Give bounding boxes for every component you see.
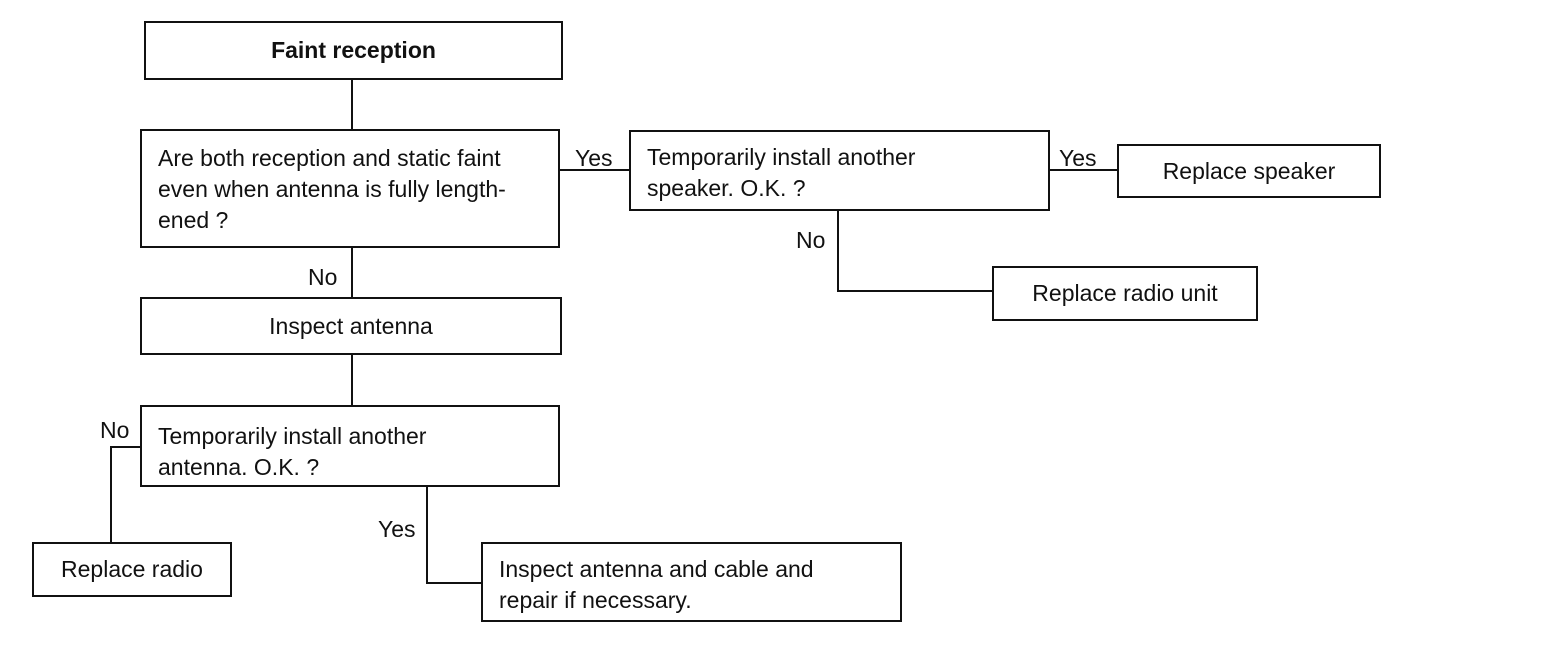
no-label-antenna-to-replace-radio: No (100, 417, 130, 443)
start-box-faint-reception: Faint reception (144, 21, 563, 80)
result-box-replace-speaker: Replace speaker (1117, 144, 1381, 198)
no-label-faint-to-inspect: No (308, 264, 338, 290)
no-label-speaker-to-radio-unit: No (796, 227, 826, 253)
decision-box-speaker-test: Temporarily install another speaker. O.K… (629, 130, 1050, 211)
connector-antenna-test-to-replace-radio (110, 446, 140, 543)
process-box-inspect-antenna: Inspect antenna (140, 297, 562, 355)
result-box-replace-radio: Replace radio (32, 542, 232, 597)
decision-box-antenna-test: Temporarily install another antenna. O.K… (140, 405, 560, 487)
yes-label-faint-to-speaker: Yes (575, 145, 613, 171)
decision-box-faint-reception: Are both reception and static faint even… (140, 129, 560, 248)
result-box-replace-radio-unit: Replace radio unit (992, 266, 1258, 321)
yes-label-antenna-to-inspect-cable: Yes (378, 516, 416, 542)
connector-speaker-test-to-replace-radio-unit (837, 210, 993, 292)
connector-antenna-test-to-inspect-cable (426, 486, 482, 584)
yes-label-speaker-to-replace: Yes (1059, 145, 1097, 171)
result-box-inspect-antenna-cable: Inspect antenna and cable and repair if … (481, 542, 902, 622)
